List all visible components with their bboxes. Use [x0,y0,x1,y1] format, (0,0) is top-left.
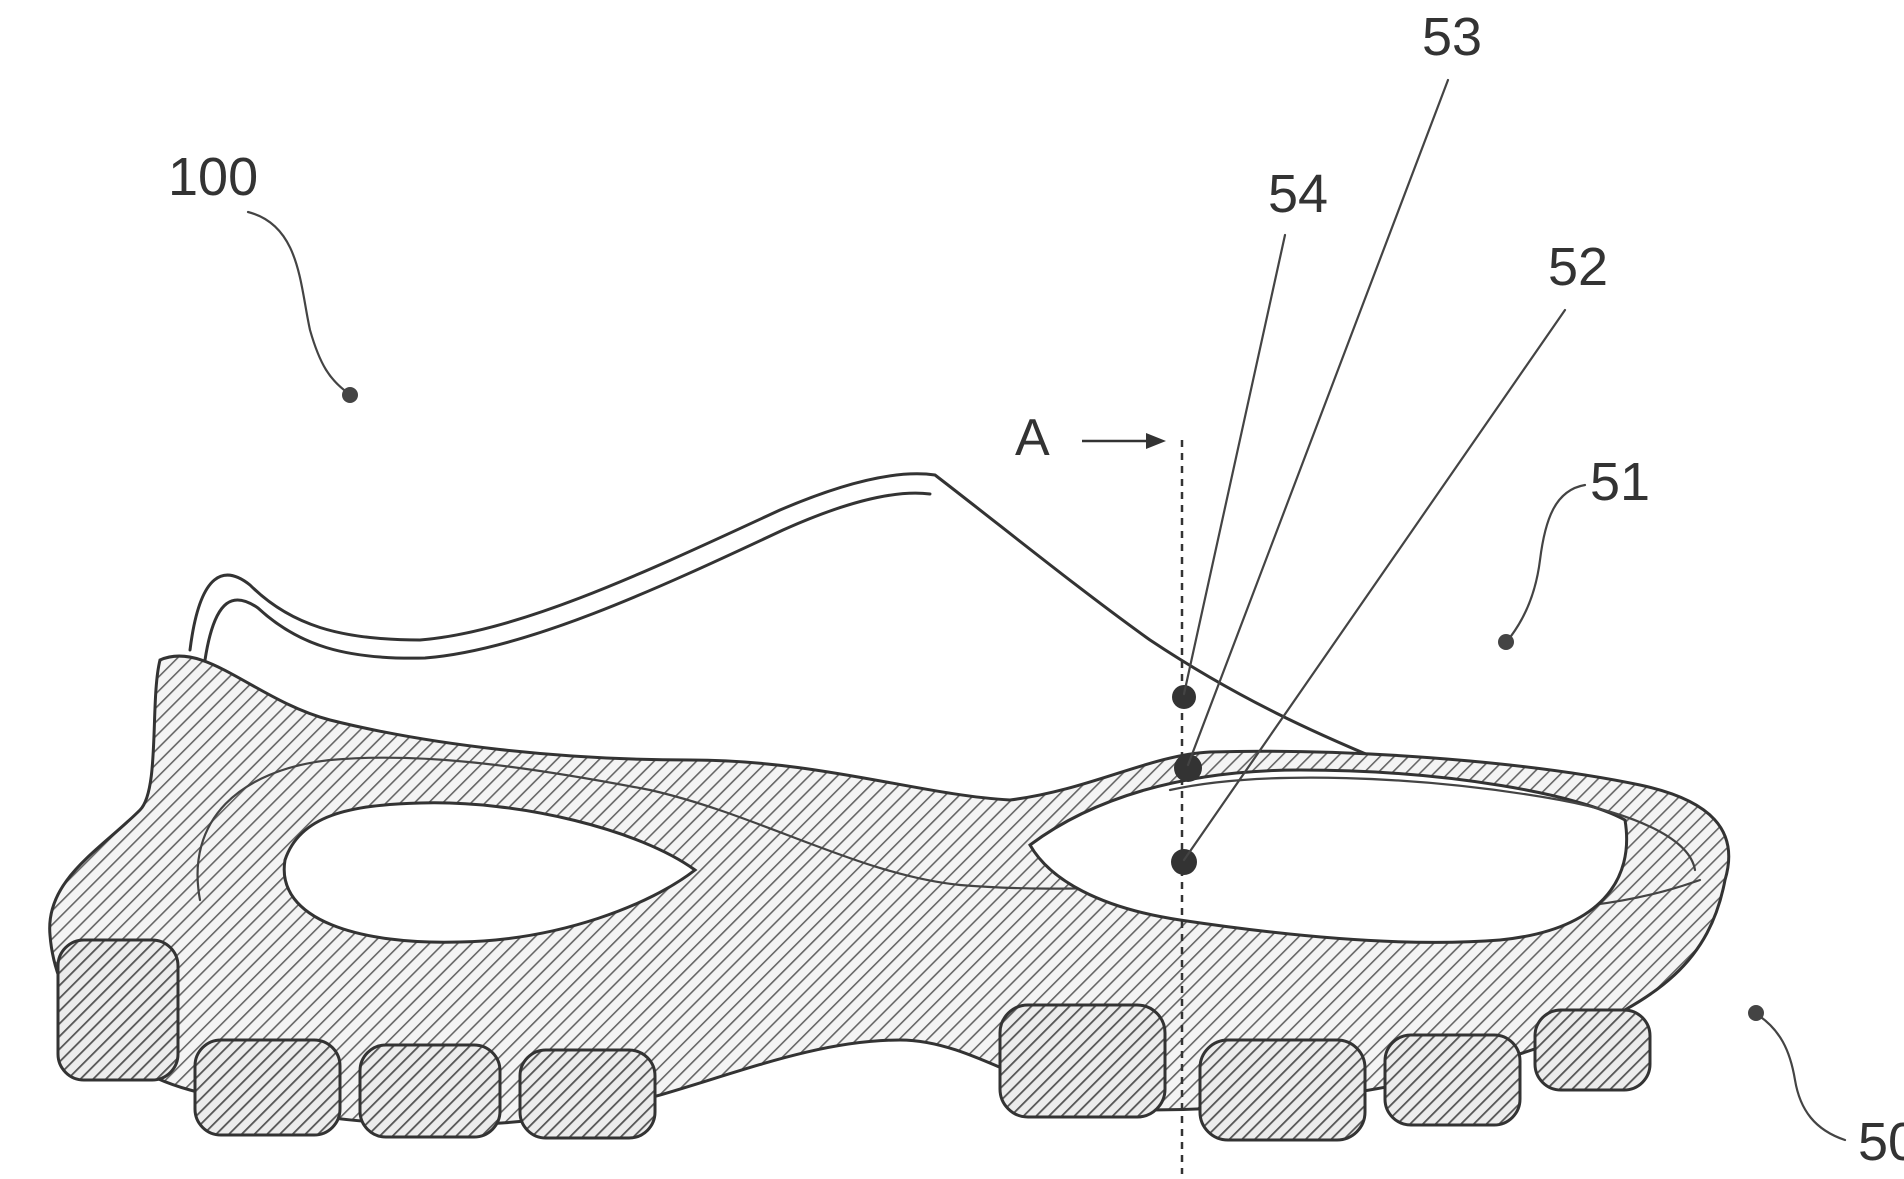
leader-line-53 [1186,78,1450,767]
leader-51 [1506,483,1587,642]
ref-53-dot [1174,754,1202,782]
outsole-lug [998,1003,1167,1119]
section-marker-label: A [1015,409,1050,467]
outsole-lug [193,1038,342,1137]
leader-50-tip [1748,1005,1764,1021]
upper-outline [188,472,1582,792]
ref-label-51: 51 [1590,452,1650,512]
outsole-lug [56,938,180,1082]
ref-label-53: 53 [1422,7,1482,67]
upper-inner-outline [203,491,932,662]
leader-100 [246,210,350,395]
ref-52-dot [1171,849,1197,875]
outsole-lug [1533,1008,1652,1092]
ref-label-50: 50 [1858,1112,1904,1172]
ref-label-100: 100 [168,147,258,207]
outsole-lug [358,1043,502,1139]
forefoot-trim [1168,776,1697,872]
ref-54-dot [1172,685,1196,709]
leader-line-52 [1182,308,1567,862]
leader-line-54 [1182,233,1287,696]
ref-label-52: 52 [1548,237,1608,297]
outsole-lug [1198,1038,1367,1142]
rear-window-opening [282,801,698,944]
outsole-lugs [56,938,1652,1142]
outsole-lug [518,1048,657,1140]
leader-100-tip [342,387,358,403]
front-window-opening [1028,768,1629,944]
leader-51-tip [1498,634,1514,650]
leader-50 [1756,1013,1847,1142]
ref-label-54: 54 [1268,164,1328,224]
outsole-lug [1383,1033,1522,1127]
section-marker-arrowhead [1146,433,1166,449]
